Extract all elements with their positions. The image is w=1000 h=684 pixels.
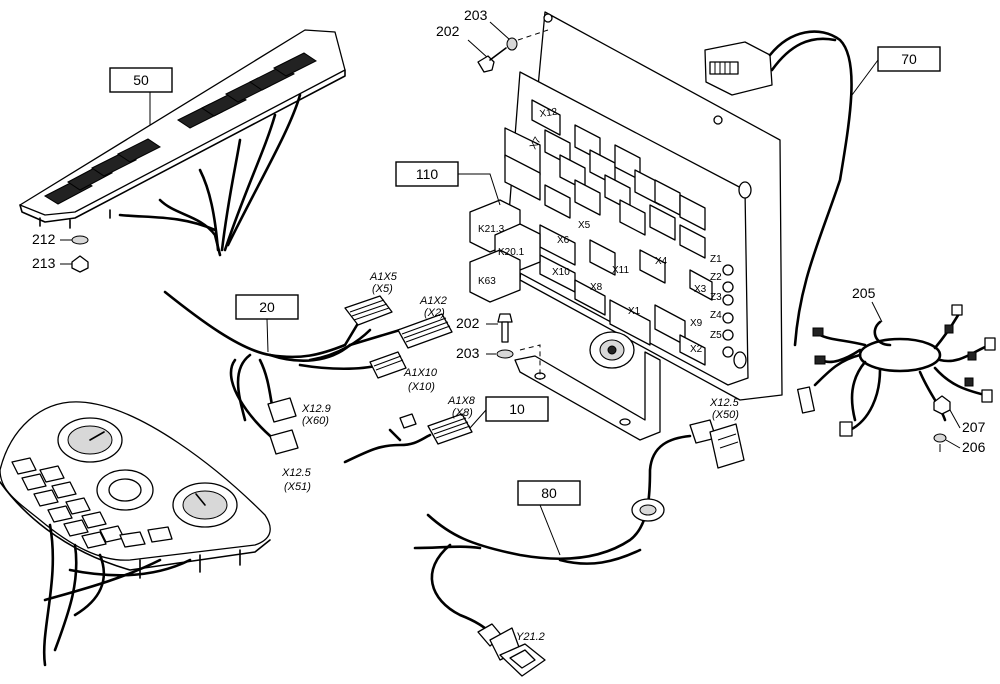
- board-label-x6: X6: [557, 235, 570, 246]
- callout-70-label: 70: [901, 51, 917, 67]
- connector-205c: [951, 304, 963, 316]
- label-a1x10-sub: (X10): [408, 381, 435, 393]
- part-203b-label: 203: [456, 345, 480, 361]
- board-label-x4: X4: [655, 256, 668, 267]
- part-205-label: 205: [852, 285, 876, 301]
- board-label-x11: X11: [612, 265, 629, 276]
- part-202a-label: 202: [436, 23, 460, 39]
- connector-a1x10: [369, 351, 407, 379]
- terminal-205a: [812, 327, 824, 337]
- label-y21-2: Y21.2: [516, 631, 545, 643]
- callout-50: 50: [109, 67, 173, 125]
- warning-lamp-grid: [11, 457, 173, 549]
- board-label-x10: X10: [552, 267, 570, 278]
- callout-110-label: 110: [416, 166, 439, 182]
- hour-meter: [704, 30, 853, 347]
- board-label-z3: Z3: [710, 292, 722, 303]
- board-label-k21: K21.3: [478, 224, 505, 235]
- relay-k63: [469, 249, 521, 303]
- board-label-z4: Z4: [710, 310, 722, 321]
- connector-x12-9: [267, 397, 297, 423]
- board-label-x12: X12: [539, 107, 559, 120]
- board-label-z1: Z1: [710, 254, 722, 265]
- switch-4: [117, 138, 161, 163]
- washer-nut-212-213: 212 213: [32, 231, 89, 273]
- label-a1x2-sub: (X2): [424, 307, 445, 319]
- callout-80-label: 80: [541, 485, 557, 501]
- switch-9: [273, 52, 317, 77]
- connector-x12-5a: [269, 429, 299, 455]
- harness-205: [796, 304, 996, 437]
- label-x12-5a: X12.5: [281, 467, 312, 479]
- switch-panel-wires: [118, 93, 302, 257]
- washer-203: [506, 37, 518, 51]
- board-label-k63: K63: [478, 276, 496, 287]
- label-a1x8-sub: (X8): [452, 407, 473, 419]
- callout-110: 110: [395, 161, 501, 206]
- switch-panel-edge: [19, 69, 346, 223]
- nut-213: [71, 255, 89, 273]
- label-a1x2: A1X2: [419, 295, 447, 307]
- part-207-label: 207: [962, 419, 986, 435]
- part-212-label: 212: [32, 231, 56, 247]
- bolt-washer-top: 203 202: [436, 7, 549, 73]
- washer-212: [71, 235, 89, 245]
- harness-20: [163, 290, 453, 455]
- part-206-label: 206: [962, 439, 986, 455]
- harness-80: [413, 419, 745, 677]
- label-x12-9-sub: (X60): [302, 415, 329, 427]
- board-label-x1: X1: [628, 306, 641, 317]
- label-x12-5b-sub: (X50): [712, 409, 739, 421]
- callout-20: 20: [235, 294, 299, 353]
- part-203a-label: 203: [464, 7, 488, 23]
- board-label-k20: K20.1: [498, 247, 525, 258]
- label-a1x5-sub: (X5): [372, 283, 393, 295]
- board-label-x5: X5: [578, 220, 591, 231]
- label-a1x5: A1X5: [369, 271, 398, 283]
- callout-20-label: 20: [259, 299, 275, 315]
- terminal-205b: [814, 355, 826, 365]
- callout-10-label: 10: [509, 401, 525, 417]
- connector-205e: [981, 389, 993, 403]
- connector-205d: [984, 337, 996, 351]
- label-x12-5a-sub: (X51): [284, 481, 311, 493]
- rocker-switches: [43, 52, 317, 205]
- nut-washer-206-207: 207 206: [933, 395, 986, 455]
- z-components: [722, 264, 734, 358]
- board-label-x7: X7: [528, 135, 544, 151]
- board-label-x9: X9: [690, 318, 703, 329]
- bolt-washer-middle: 202 203: [456, 313, 541, 380]
- washer-206: [933, 433, 947, 443]
- bolt-202b: [501, 321, 509, 343]
- switch-panel-assembly: [19, 29, 346, 257]
- callout-10: 10: [469, 396, 549, 429]
- nut-207: [933, 395, 951, 415]
- callout-50-label: 50: [133, 72, 149, 88]
- label-a1x8: A1X8: [447, 395, 476, 407]
- callout-70: 70: [851, 46, 941, 96]
- board-label-x2: X2: [690, 344, 703, 355]
- relay-blocks: [504, 99, 713, 366]
- part-213-label: 213: [32, 255, 56, 271]
- connector-205a: [796, 386, 816, 414]
- control-board-assembly: X12 X7 K21.3 K20.1 K63 X5 X6 X10 X8 X11 …: [469, 11, 783, 441]
- instrument-cluster: [0, 401, 271, 667]
- mounting-bracket: [514, 351, 661, 441]
- board-label-x3: X3: [694, 284, 707, 295]
- label-x12-9: X12.9: [301, 403, 331, 415]
- hour-meter-display: [709, 61, 739, 75]
- washer-203b: [496, 349, 514, 359]
- board-label-x8: X8: [590, 282, 603, 293]
- board-label-z5: Z5: [710, 330, 722, 341]
- label-a1x10: A1X10: [403, 367, 438, 379]
- harness-10: [343, 413, 473, 464]
- board-label-z2: Z2: [710, 272, 722, 283]
- part-202b-label: 202: [456, 315, 480, 331]
- callout-80: 80: [517, 480, 581, 556]
- label-x12-5b: X12.5: [709, 397, 740, 409]
- panel-mounting-studs: [39, 209, 111, 229]
- connector-205b: [839, 421, 853, 437]
